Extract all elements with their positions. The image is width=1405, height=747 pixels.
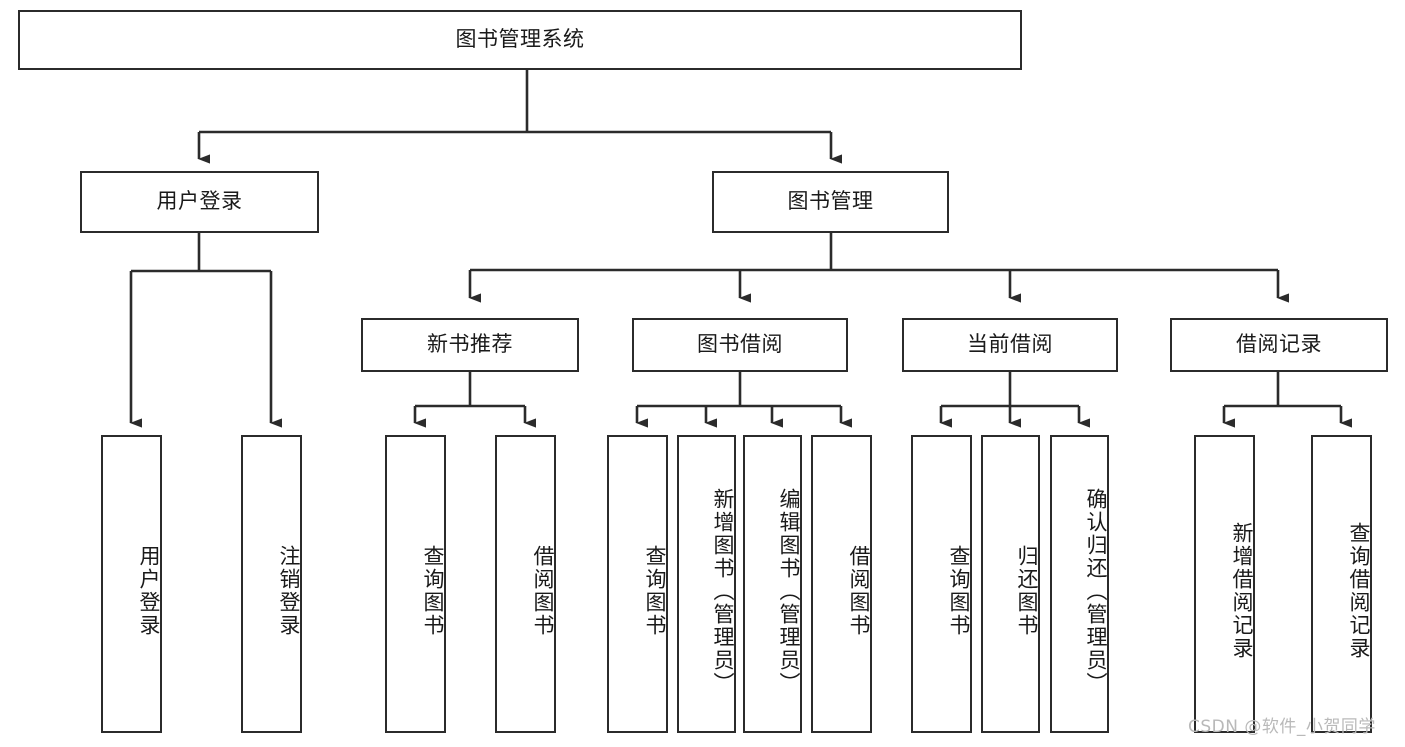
node-new-book-recommend[interactable]: 新书推荐 <box>361 318 579 372</box>
node-leaf-add-record-label: 新增借阅记录 <box>1230 522 1254 660</box>
node-leaf-user-login-label: 用户登录 <box>137 545 161 637</box>
node-leaf-return-book-label: 归还图书 <box>1015 545 1039 637</box>
csdn-watermark: CSDN @软件_小贺同学 <box>1188 717 1376 737</box>
node-leaf-borrow-book-2[interactable]: 借阅图书 <box>811 435 872 733</box>
node-leaf-borrow-book-1-label: 借阅图书 <box>531 545 555 637</box>
node-book-management[interactable]: 图书管理 <box>712 171 949 233</box>
node-leaf-confirm-return[interactable]: 确认归还（管理员） <box>1050 435 1109 733</box>
node-leaf-query-book-3[interactable]: 查询图书 <box>911 435 972 733</box>
node-new-book-recommend-label: 新书推荐 <box>427 332 513 357</box>
node-root-label: 图书管理系统 <box>455 27 585 52</box>
node-user-login[interactable]: 用户登录 <box>80 171 319 233</box>
node-root[interactable]: 图书管理系统 <box>18 10 1022 70</box>
node-leaf-query-book-1-label: 查询图书 <box>421 545 445 637</box>
node-leaf-user-login[interactable]: 用户登录 <box>101 435 162 733</box>
node-leaf-user-logout-label: 注销登录 <box>277 545 301 637</box>
node-leaf-query-book-1[interactable]: 查询图书 <box>385 435 446 733</box>
node-book-borrow[interactable]: 图书借阅 <box>632 318 848 372</box>
node-user-login-label: 用户登录 <box>156 189 243 214</box>
node-leaf-borrow-book-1[interactable]: 借阅图书 <box>495 435 556 733</box>
node-leaf-return-book[interactable]: 归还图书 <box>981 435 1040 733</box>
node-leaf-edit-book[interactable]: 编辑图书（管理员） <box>743 435 802 733</box>
node-borrow-record[interactable]: 借阅记录 <box>1170 318 1388 372</box>
node-leaf-borrow-book-2-label: 借阅图书 <box>847 545 871 637</box>
node-leaf-query-book-2-label: 查询图书 <box>643 545 667 637</box>
node-leaf-query-book-3-label: 查询图书 <box>947 545 971 637</box>
node-leaf-query-record[interactable]: 查询借阅记录 <box>1311 435 1372 733</box>
node-leaf-confirm-return-label: 确认归还（管理员） <box>1084 487 1108 695</box>
node-leaf-query-record-label: 查询借阅记录 <box>1347 522 1371 660</box>
node-leaf-query-book-2[interactable]: 查询图书 <box>607 435 668 733</box>
node-current-borrow[interactable]: 当前借阅 <box>902 318 1118 372</box>
node-borrow-record-label: 借阅记录 <box>1236 332 1322 357</box>
node-leaf-add-book[interactable]: 新增图书（管理员） <box>677 435 736 733</box>
node-leaf-add-book-label: 新增图书（管理员） <box>711 487 735 695</box>
node-leaf-add-record[interactable]: 新增借阅记录 <box>1194 435 1255 733</box>
node-leaf-user-logout[interactable]: 注销登录 <box>241 435 302 733</box>
node-book-borrow-label: 图书借阅 <box>697 332 783 357</box>
node-current-borrow-label: 当前借阅 <box>967 332 1053 357</box>
node-book-management-label: 图书管理 <box>787 189 874 214</box>
node-leaf-edit-book-label: 编辑图书（管理员） <box>777 487 801 695</box>
